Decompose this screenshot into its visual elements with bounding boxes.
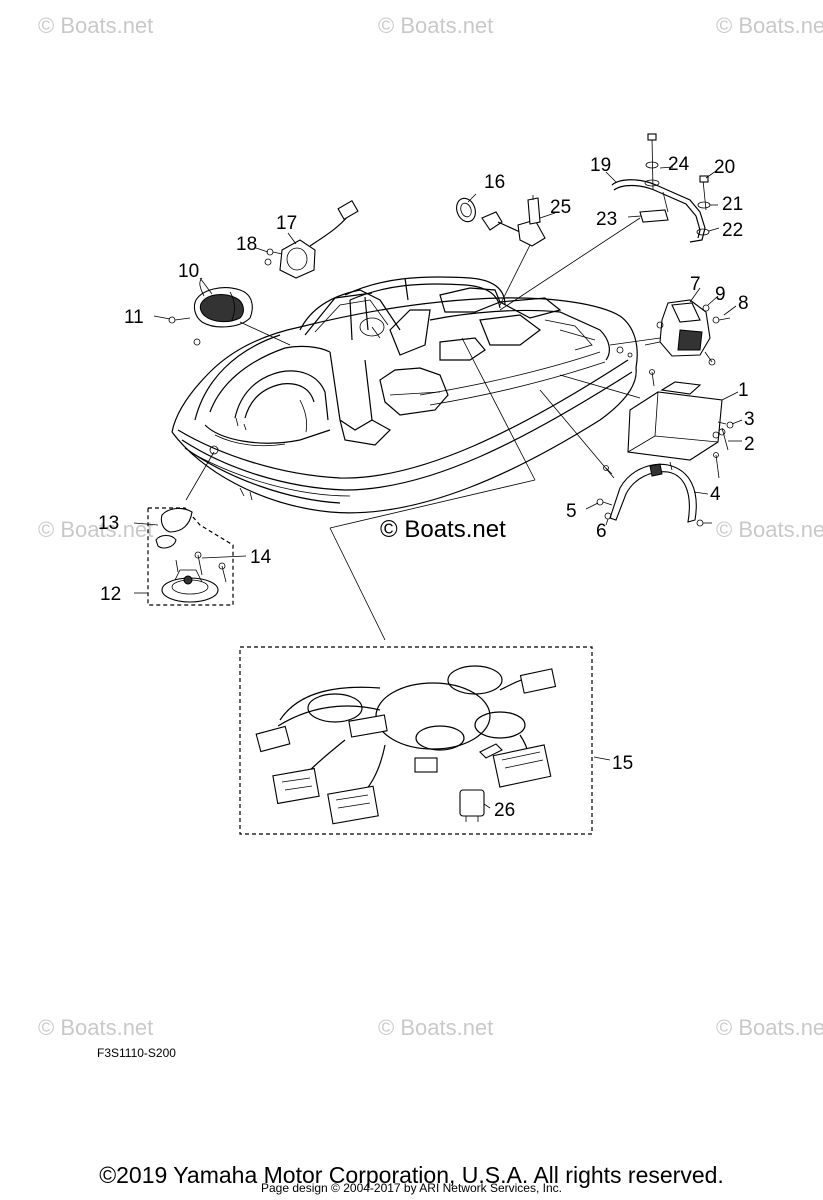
part-22-washer (696, 228, 710, 236)
watermark-mid-left: © Boats.net (38, 517, 153, 542)
part-13-lens (155, 507, 193, 549)
callout-5: 5 (566, 501, 577, 522)
part-17-ring (279, 200, 359, 279)
part-1-control-box (627, 381, 727, 461)
watermark-mid-right: © Boats.net (716, 517, 823, 542)
part-14-screws (175, 551, 227, 583)
watermark-bottom-left: © Boats.net (38, 1015, 153, 1040)
callout-1: 1 (738, 380, 749, 401)
callout-7: 7 (690, 274, 701, 295)
callout-11: 11 (124, 307, 144, 328)
part-16-grommet (456, 197, 476, 223)
part-9-washer (702, 304, 710, 312)
callout-18: 18 (236, 234, 257, 255)
part-2-bolt (718, 427, 729, 451)
callout-21: 21 (722, 194, 743, 215)
center-watermark: © Boats.net (380, 516, 506, 543)
bracket-bolts (603, 452, 720, 479)
callout-20: 20 (714, 157, 735, 178)
part-3-screw (726, 421, 734, 429)
callout-12: 12 (100, 584, 121, 605)
part-18-screws (264, 248, 283, 266)
part-21-washer (697, 201, 711, 209)
part-12-inset (147, 507, 234, 606)
callout-13: 13 (98, 513, 119, 534)
part-19-rail (611, 179, 706, 243)
callout-23: 23 (596, 209, 617, 230)
watermark-top-center: © Boats.net (378, 13, 493, 38)
boat-hull (171, 276, 638, 514)
part-26-relay (459, 789, 485, 822)
callout-2: 2 (744, 434, 755, 455)
callout-14: 14 (250, 547, 272, 568)
callout-25: 25 (550, 197, 571, 218)
part-7-unit (644, 299, 716, 366)
callout-16: 16 (484, 172, 505, 193)
callout-26: 26 (494, 800, 515, 821)
part-23-clamp (639, 209, 669, 223)
callout-17: 17 (276, 213, 297, 234)
watermark-bottom-right: © Boats.net (716, 1015, 823, 1040)
callout-8: 8 (738, 293, 749, 314)
page-design-credit: Page design © 2004-2017 by ARI Network S… (260, 1181, 562, 1195)
part-8-screw (712, 316, 731, 324)
part-24-bolt (644, 133, 669, 213)
part-15-wiring-harness (239, 646, 593, 835)
drawing-code: F3S1110-S200 (97, 1046, 176, 1060)
callout-labels: 1 2 3 4 5 6 7 8 9 10 11 12 13 14 15 16 1… (98, 154, 755, 821)
copyright-text: ©2019 Yamaha Motor Corporation, U.S.A. A… (99, 1162, 724, 1188)
watermark-group: © Boats.net © Boats.net © Boats.net © Bo… (38, 13, 823, 1040)
leader-lines (133, 166, 743, 809)
callout-9: 9 (715, 284, 726, 305)
callout-6: 6 (596, 521, 607, 542)
callout-4: 4 (710, 484, 721, 505)
callout-3: 3 (744, 409, 755, 430)
misc-fittings-7 (649, 369, 655, 387)
part-11-screw (168, 316, 201, 346)
callout-22: 22 (722, 220, 743, 241)
watermark-bottom-center: © Boats.net (378, 1015, 493, 1040)
part-25-sensor (481, 195, 546, 247)
watermark-top-right: © Boats.net (716, 13, 823, 38)
part-5-screw (596, 498, 613, 506)
callout-24: 24 (668, 154, 690, 175)
callout-10: 10 (178, 261, 199, 282)
part-4-bracket (609, 461, 712, 527)
part-10-speaker (193, 277, 253, 328)
callout-15: 15 (612, 753, 633, 774)
callout-19: 19 (590, 155, 611, 176)
watermark-top-left: © Boats.net (38, 13, 153, 38)
part-20-bolt (699, 175, 709, 211)
